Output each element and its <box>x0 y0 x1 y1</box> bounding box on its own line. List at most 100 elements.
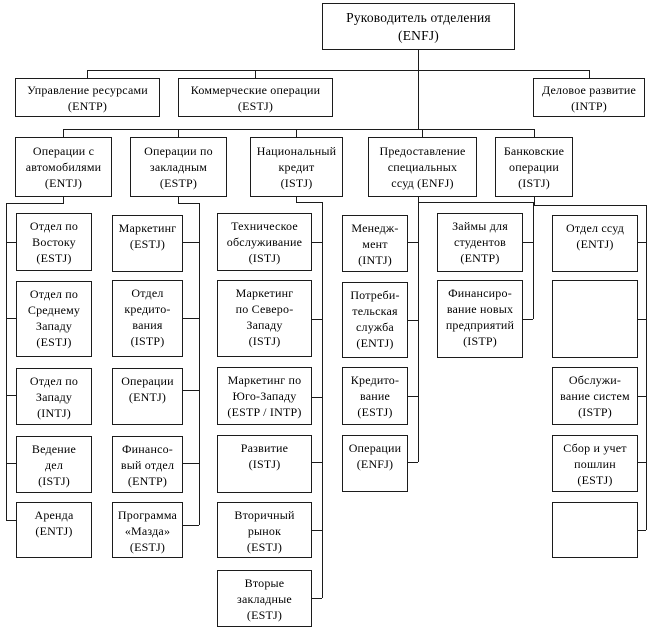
org-node-loans-department: Отдел ссуд(ENTJ) <box>552 215 638 272</box>
connector-line <box>63 129 534 130</box>
org-node-label-line: операции <box>509 160 559 174</box>
org-node-auto-operations: Операции с автомобилями (ENTJ) <box>15 137 112 197</box>
org-node-label-line: студентов <box>453 235 507 249</box>
org-node-label-line: рынок <box>247 524 282 538</box>
org-node-label-line: закладные <box>237 592 292 606</box>
org-node-label-line: (ISTJ) <box>518 176 550 190</box>
org-node-division-head: Руководитель отделения(ENFJ) <box>322 3 515 50</box>
org-node-leasing: Аренда(ENTJ) <box>16 502 92 558</box>
org-node-label-line: Отдел ссуд <box>565 221 624 235</box>
org-node-unlabeled-2 <box>552 502 638 558</box>
org-node-label-line: Отдел по <box>29 219 79 233</box>
org-node-label-line: Аренда <box>34 508 74 522</box>
org-node-label-line: Вторые <box>244 576 285 590</box>
org-node-systems-service: Обслужи-вание систем(ISTP) <box>552 367 638 425</box>
org-node-label-line: (ENTJ) <box>128 390 167 404</box>
org-node-label-line: Востоку <box>32 235 76 249</box>
connector-line <box>408 320 418 321</box>
org-node-label-line: (ISTJ) <box>38 474 70 488</box>
org-node-label-line: (INTJ) <box>37 406 71 420</box>
org-node-label-line: Развитие <box>240 441 289 455</box>
org-node-label-line: кредито- <box>124 302 171 316</box>
connector-line <box>418 70 419 129</box>
org-node-label-line: (ENTP) <box>460 251 500 265</box>
org-node-label-line: Финансо- <box>122 442 173 456</box>
org-node-label-line: «Мазда» <box>124 524 171 538</box>
connector-line <box>6 463 16 464</box>
org-node-label-line: Операции с <box>32 144 95 158</box>
org-node-label-line: Операции по <box>144 144 213 158</box>
connector-line <box>199 203 200 525</box>
org-node-label-line: Предоставление <box>379 144 466 158</box>
connector-line <box>183 390 199 391</box>
connector-line <box>534 197 535 205</box>
org-node-management: Менедж-мент (INTJ) <box>342 215 408 272</box>
connector-line <box>6 520 16 521</box>
connector-line <box>183 242 199 243</box>
org-node-label-line: (ESTJ) <box>36 251 72 265</box>
org-node-label-line: (ENTJ) <box>44 176 83 190</box>
connector-line <box>312 242 322 243</box>
org-node-label-line: Управление ресурсами <box>27 82 148 97</box>
org-node-label-line: Западу <box>246 318 283 332</box>
org-node-label-line: мент <box>362 237 388 251</box>
connector-line <box>312 530 322 531</box>
connector-line <box>296 202 323 203</box>
org-node-label-line: автомобилями <box>25 160 102 174</box>
connector-line <box>523 319 533 320</box>
org-node-mazda-program: Программа«Мазда»(ESTJ) <box>112 502 183 558</box>
org-node-label-line: по Северо- <box>235 302 294 316</box>
org-node-business-development: Деловое развитие(INTP) <box>533 78 645 117</box>
connector-line <box>6 395 16 396</box>
connector-line <box>63 197 64 204</box>
org-node-label-line: Маркетинг <box>235 286 294 300</box>
org-node-label-line: Западу <box>35 319 73 333</box>
connector-line <box>178 203 199 204</box>
connector-line <box>408 396 418 397</box>
org-node-label-line: предприятий <box>445 318 515 332</box>
connector-line <box>6 242 16 243</box>
org-node-label-line: Ведение <box>31 442 77 456</box>
org-node-label-line: Менедж- <box>351 221 399 235</box>
org-node-label-line: вание <box>359 389 390 403</box>
org-node-label-line: Коммерческие операции <box>190 82 321 97</box>
connector-line <box>589 70 590 78</box>
org-node-label-line: обслуживание <box>226 235 303 249</box>
connector-line <box>6 203 64 204</box>
org-node-commercial-operations: Коммерческие операции(ESTJ) <box>178 78 333 117</box>
org-node-label-line: (ESTJ) <box>246 608 283 622</box>
org-node-second-mortgages: Вторые закладные (ESTJ) <box>217 570 312 627</box>
org-node-label-line: (ISTJ) <box>248 251 281 265</box>
connector-line <box>87 70 88 78</box>
connector-line <box>408 462 418 463</box>
connector-line <box>638 462 646 463</box>
connector-line <box>87 70 590 71</box>
org-node-label-line: (INTJ) <box>358 253 392 267</box>
connector-line <box>296 129 297 137</box>
org-node-label-line: (ESTP / INTP) <box>227 405 302 419</box>
connector-line <box>638 396 646 397</box>
org-node-label-line: Кредито- <box>350 373 400 387</box>
org-node-label-line: (ENTJ) <box>356 336 394 350</box>
org-node-label-line: Вторичный <box>234 508 295 522</box>
connector-line <box>63 129 64 137</box>
org-node-label-line: (ISTP) <box>463 334 497 348</box>
org-node-label-line: тельская <box>352 304 398 318</box>
org-node-label-line: Операции <box>121 374 174 388</box>
connector-line <box>322 202 323 598</box>
org-node-operations-entj: Операции (ENTJ) <box>112 368 183 425</box>
connector-line <box>638 319 646 320</box>
org-node-label-line: Программа <box>117 508 178 522</box>
connector-line <box>534 205 646 206</box>
org-node-label-line: Сбор и учет <box>563 441 627 455</box>
connector-line <box>312 319 322 320</box>
org-node-label-line: ссуд (ENFJ) <box>391 176 454 190</box>
org-node-label-line: служба <box>356 320 394 334</box>
org-node-label-line: Отдел <box>131 286 164 300</box>
